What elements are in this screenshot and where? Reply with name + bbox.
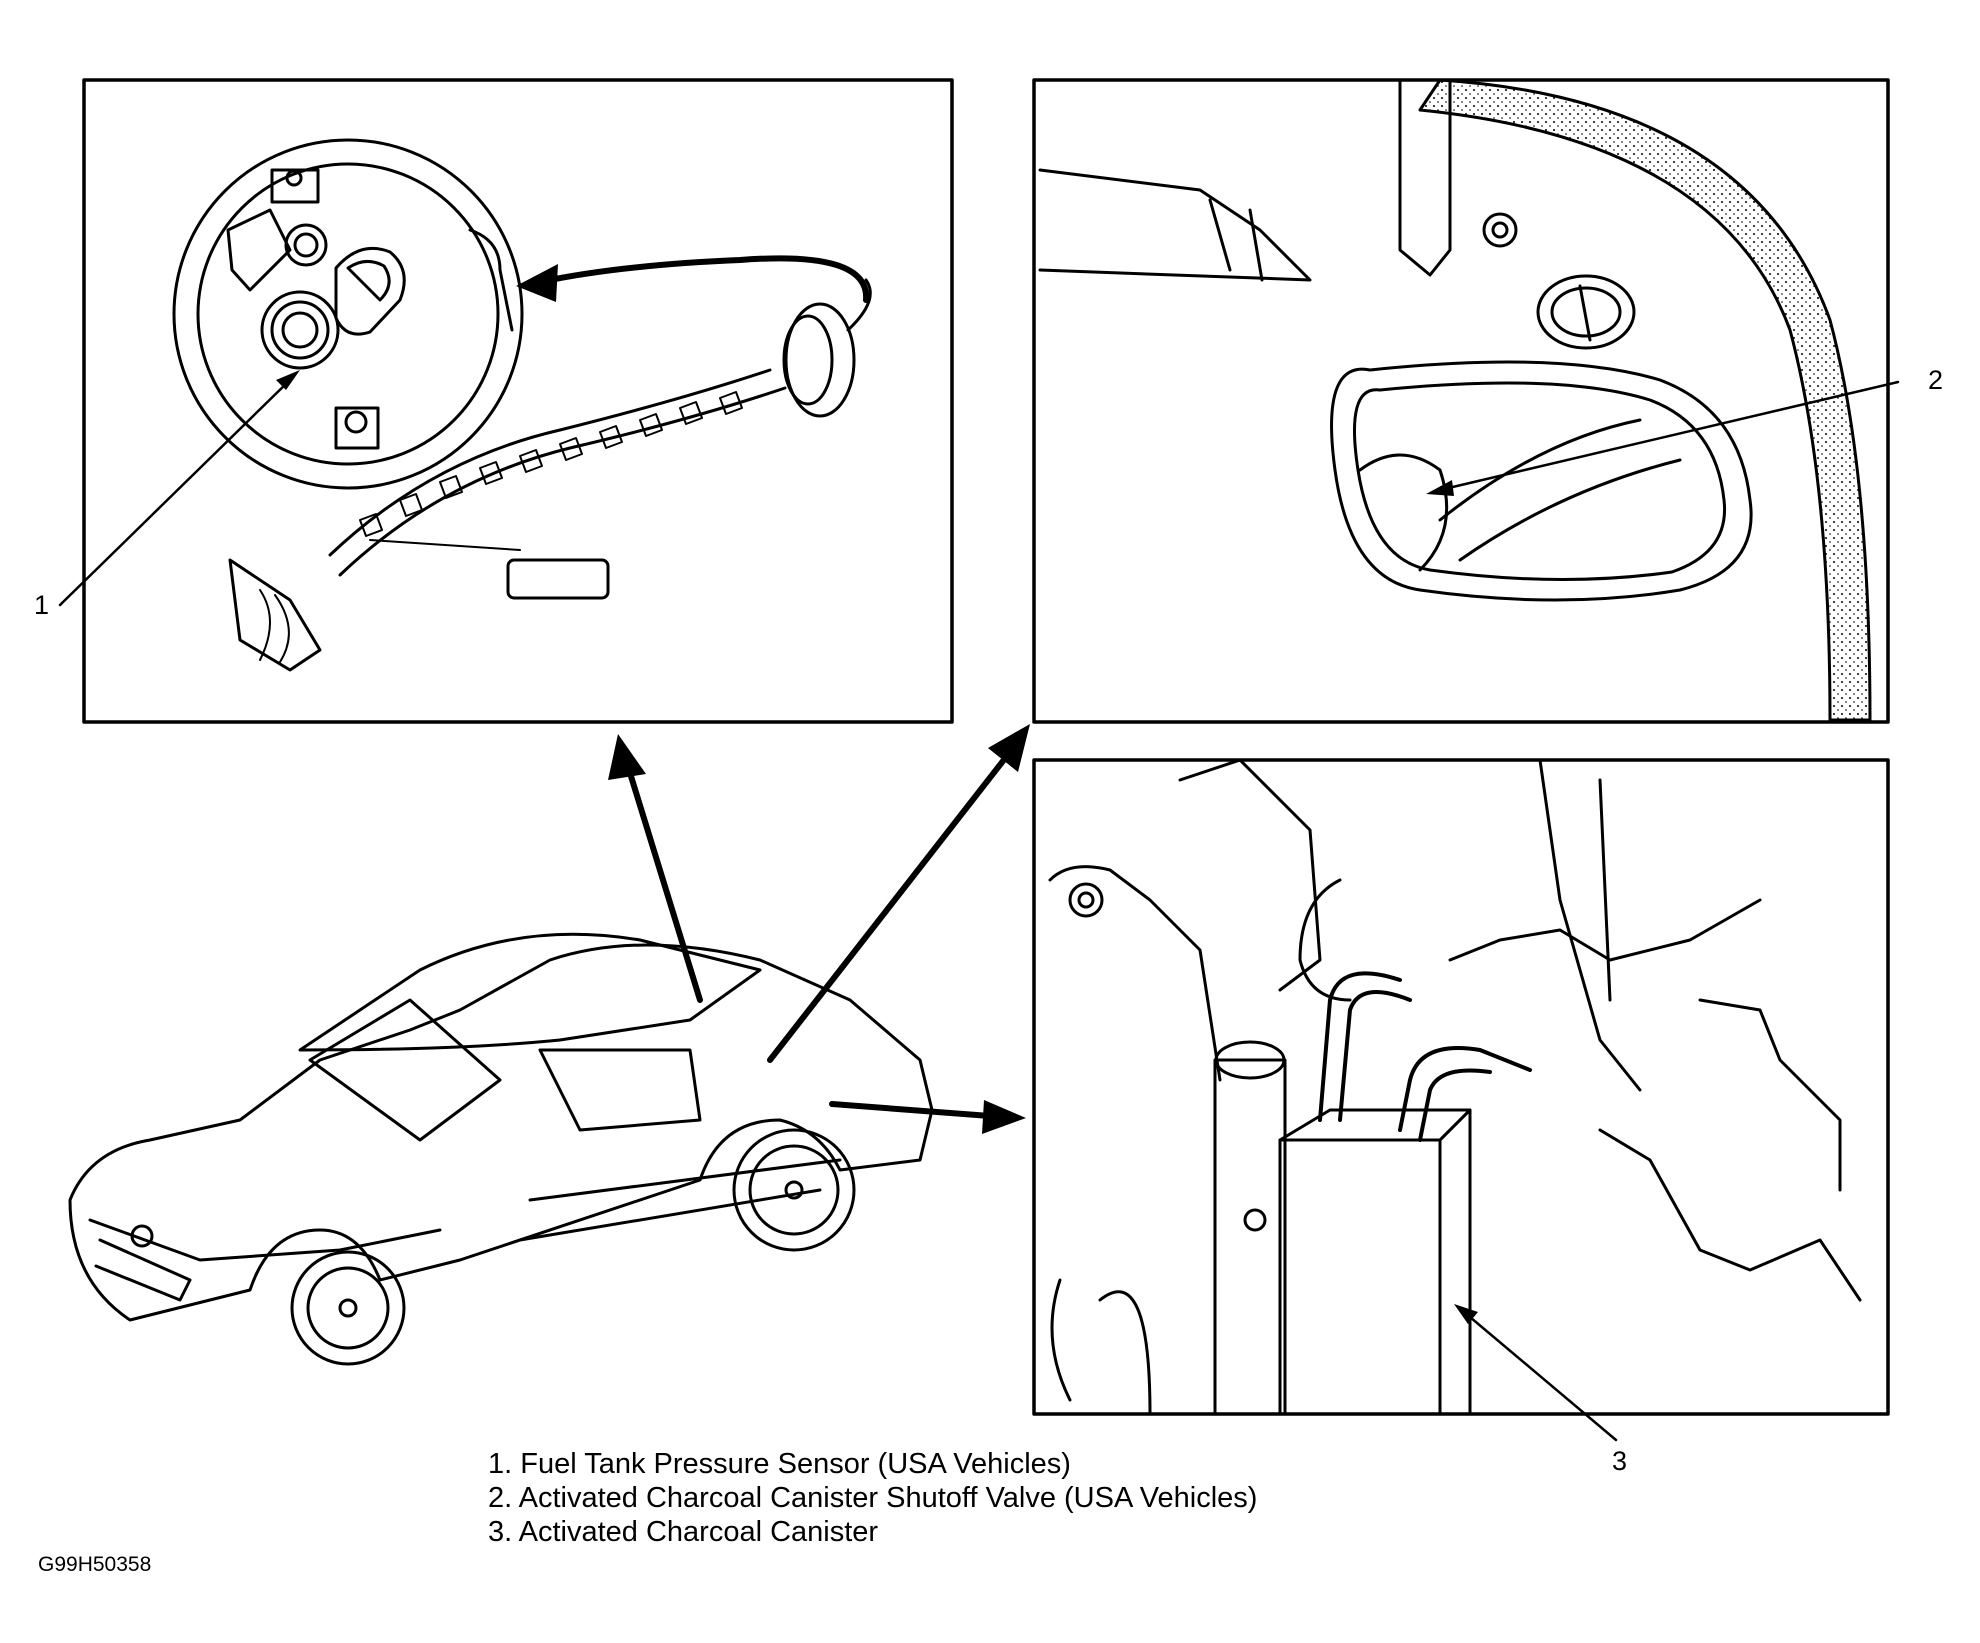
leader-line-1 [58, 376, 294, 607]
callout-3: 3 [1612, 1446, 1628, 1476]
pressure-sensor [260, 290, 340, 370]
grommet [784, 302, 856, 418]
hose-clamp [1536, 274, 1636, 350]
grille-emblem [130, 1224, 154, 1248]
sender-flange-inner [196, 162, 500, 466]
panel-3-frame [1032, 758, 1890, 1416]
legend: 1. Fuel Tank Pressure Sensor (USA Vehicl… [488, 1447, 1257, 1549]
front-wheel [290, 1250, 406, 1366]
wiring-harness [328, 368, 772, 557]
callout-2: 2 [1928, 365, 1944, 395]
rear-wheel [732, 1128, 856, 1252]
callout-1: 1 [34, 590, 50, 620]
arrow-to-panel-3 [829, 1101, 993, 1119]
canister-filter [1213, 1058, 1287, 1416]
access-opening [1330, 360, 1753, 602]
leader-line-3 [1462, 1310, 1618, 1442]
vehicle-illustration [68, 724, 1030, 1366]
connector-arrow [537, 255, 870, 303]
windshield [308, 998, 502, 1142]
body-seal [1418, 78, 1872, 722]
figure-id: G99H50358 [38, 1553, 152, 1576]
legend-item-3: 3. Activated Charcoal Canister [488, 1516, 879, 1548]
fuel-level-float-arm [369, 539, 521, 551]
car-body [68, 943, 934, 1322]
panel-shutoff-valve [1032, 78, 1900, 724]
fuel-level-float [506, 558, 610, 600]
panel-1-frame [82, 78, 954, 724]
panel-fuel-tank-pressure-sensor [58, 78, 954, 724]
legend-item-2: 2. Activated Charcoal Canister Shutoff V… [488, 1482, 1258, 1514]
sender-flange [172, 138, 524, 490]
leader-line-2 [1438, 380, 1900, 492]
charcoal-canister [1278, 1138, 1442, 1416]
panel-charcoal-canister [1032, 758, 1890, 1442]
arrow-to-panel-1 [623, 757, 703, 1003]
vapor-hose [1318, 971, 1402, 1122]
arrow-to-panel-2 [767, 749, 1013, 1063]
car-roof [298, 932, 762, 1052]
legend-item-1: 1. Fuel Tank Pressure Sensor (USA Vehicl… [488, 1448, 1071, 1480]
panel-2-frame [1032, 78, 1890, 724]
